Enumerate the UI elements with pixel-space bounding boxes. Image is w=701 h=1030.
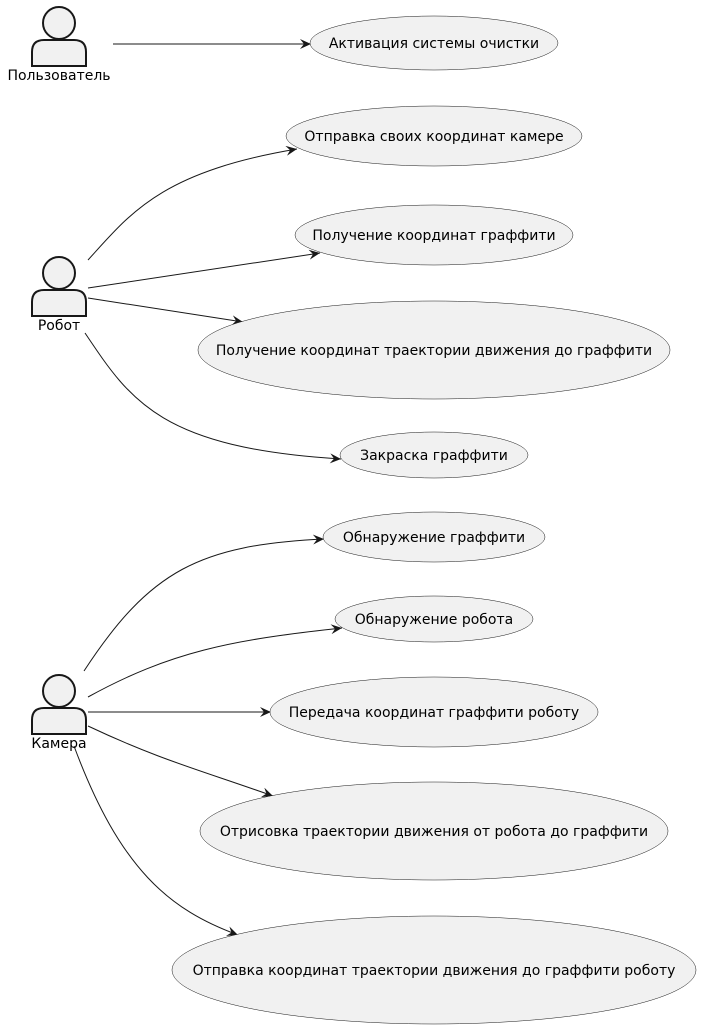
edge-robot-uc5 xyxy=(84,332,342,464)
actor-user[interactable]: Пользователь xyxy=(7,6,111,84)
edge-robot-uc2 xyxy=(87,145,298,261)
actor-label: Камера xyxy=(31,736,86,752)
use-case-label: Активация системы очистки xyxy=(329,36,539,52)
actor-label: Робот xyxy=(38,318,80,334)
use-case-label: Обнаружение граффити xyxy=(343,530,525,546)
edge-camera-uc6 xyxy=(83,534,325,672)
use-case-activation[interactable]: Активация системы очистки xyxy=(309,15,559,71)
use-case-label: Обнаружение робота xyxy=(355,612,513,628)
use-case-label: Закраска граффити xyxy=(360,448,508,464)
use-case-label: Отправка координат траектории движения д… xyxy=(193,963,676,979)
actor-robot-icon xyxy=(31,256,87,317)
actor-label: Пользователь xyxy=(7,68,110,84)
edge-camera-uc7 xyxy=(87,624,343,698)
actor-camera[interactable]: Камера xyxy=(31,674,87,752)
use-case-transfer-coordinates[interactable]: Передача координат граффити роботу xyxy=(269,676,599,748)
use-case-label: Отрисовка траектории движения от робота … xyxy=(220,824,648,840)
actor-camera-icon xyxy=(31,674,87,735)
use-case-label: Получение координат граффити xyxy=(312,228,555,244)
use-case-label: Отправка своих координат камере xyxy=(304,129,563,145)
edge-camera-uc10 xyxy=(73,745,239,936)
actor-user-icon xyxy=(31,6,87,67)
use-case-detect-robot[interactable]: Обнаружение робота xyxy=(334,595,534,643)
edge-camera-uc9 xyxy=(87,725,274,798)
actors: Пользователь Робот Камера xyxy=(7,6,111,752)
use-case-paint-graffiti[interactable]: Закраска граффити xyxy=(339,431,529,479)
edge-robot-uc3 xyxy=(87,249,321,289)
use-case-get-trajectory[interactable]: Получение координат траектории движения … xyxy=(197,300,671,400)
use-case-send-own-coordinates[interactable]: Отправка своих координат камере xyxy=(285,105,583,167)
use-case-draw-trajectory[interactable]: Отрисовка траектории движения от робота … xyxy=(199,781,669,881)
use-case-label: Передача координат граффити роботу xyxy=(289,705,579,721)
associations xyxy=(73,39,343,936)
use-cases: Активация системы очистки Отправка своих… xyxy=(171,15,697,1025)
use-case-detect-graffiti[interactable]: Обнаружение граффити xyxy=(322,511,546,563)
actor-robot[interactable]: Робот xyxy=(31,256,87,334)
edge-robot-uc4 xyxy=(87,297,244,326)
use-case-get-graffiti-coordinates[interactable]: Получение координат граффити xyxy=(294,204,574,266)
use-case-label: Получение координат траектории движения … xyxy=(216,343,652,359)
use-case-send-trajectory[interactable]: Отправка координат траектории движения д… xyxy=(171,915,697,1025)
